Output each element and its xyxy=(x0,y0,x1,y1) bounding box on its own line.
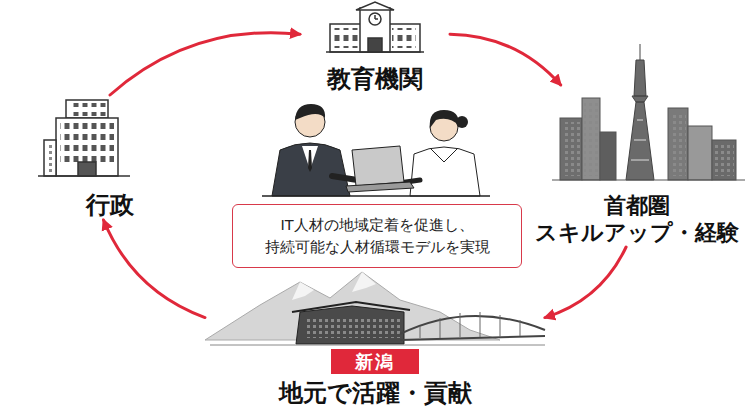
government-building-icon-part xyxy=(38,175,130,177)
school-icon-part xyxy=(356,2,394,10)
government-node: 行政 xyxy=(45,95,175,220)
tokyo-skyline-icon-part xyxy=(714,144,734,176)
node-label: IT人材の地域定着を促進し、 持続可能な人材循環モデルを実現 xyxy=(243,214,511,259)
cycle-arrow xyxy=(104,220,206,318)
meeting-illustration-part xyxy=(308,150,312,172)
government-building-icon-part xyxy=(60,122,114,162)
school-icon-part xyxy=(360,8,390,52)
niigata-scenery-part xyxy=(210,345,545,346)
niigata-scenery-part xyxy=(292,302,410,312)
tokyo-skyline-icon-part xyxy=(584,102,598,176)
niigata-scenery-part xyxy=(400,316,545,334)
niigata-scenery-part xyxy=(292,272,376,300)
school-icon-part xyxy=(334,28,358,48)
government-building-icon-part xyxy=(56,118,118,176)
meeting-illustration-part xyxy=(352,146,404,186)
meeting-illustration xyxy=(262,104,490,196)
cycle-arrow xyxy=(110,33,300,95)
government-building-icon-part xyxy=(44,140,56,176)
meeting-illustration-part xyxy=(295,104,325,120)
government-building-icon-part xyxy=(66,100,108,118)
tokyo-skyline-icon-part xyxy=(712,140,736,180)
tokyo-skyline-icon-part xyxy=(688,126,712,180)
government-building-icon xyxy=(38,100,130,176)
niigata-scenery-part xyxy=(400,336,545,340)
meeting-illustration-part xyxy=(346,182,414,192)
tokyo-skyline-icon-part xyxy=(670,112,686,176)
tokyo-skyline-icon-part xyxy=(582,98,600,180)
tokyo-skyline-icon-part xyxy=(626,44,654,180)
tokyo-skyline-icon-part xyxy=(668,108,688,180)
government-building-icon-part xyxy=(78,162,96,176)
node-label: 教育機関 xyxy=(327,64,423,94)
tokyo-skyline-icon-part xyxy=(600,132,616,180)
meeting-illustration-part xyxy=(410,147,480,196)
niigata-scenery xyxy=(205,272,545,345)
school-icon-part xyxy=(369,13,381,25)
meeting-illustration-part xyxy=(430,148,458,162)
tokyo-skyline-icon-part xyxy=(562,122,580,176)
tokyo-skyline-icon-part xyxy=(552,180,745,181)
tokyo-node: 首都圏 スキルアップ・経験 xyxy=(528,85,746,247)
niigata-node: 新潟地元で活躍・貢献 xyxy=(205,275,545,408)
school-icon xyxy=(326,2,424,52)
niigata-scenery-part xyxy=(296,306,404,344)
cycle-arrow xyxy=(545,247,626,318)
meeting-illustration-part xyxy=(430,110,459,128)
place-band: 新潟 xyxy=(331,349,419,374)
goal-box: IT人材の地域定着を促進し、 持続可能な人材循環モデルを実現 xyxy=(232,204,522,268)
government-building-icon-part xyxy=(46,144,54,172)
cycle-arrow xyxy=(450,34,561,85)
government-building-icon-part xyxy=(70,103,106,116)
niigata-scenery-part xyxy=(304,318,400,338)
school-icon-part xyxy=(326,51,424,53)
school-icon-part xyxy=(375,18,378,20)
node-label: 行政 xyxy=(86,190,134,220)
meeting-illustration-part xyxy=(456,116,468,128)
education-node: 教育機関 xyxy=(300,2,450,94)
meeting-illustration-part xyxy=(262,195,490,197)
node-label: 地元で活躍・貢献 xyxy=(279,378,472,408)
tokyo-skyline-icon-part xyxy=(560,118,582,180)
tokyo-skyline-icon xyxy=(552,44,745,180)
node-label: 首都圏 スキルアップ・経験 xyxy=(528,193,746,247)
niigata-scenery-part xyxy=(420,312,520,338)
school-icon-part xyxy=(392,28,416,48)
meeting-illustration-part xyxy=(272,143,350,196)
tokyo-skyline-icon-part xyxy=(631,120,649,160)
school-icon-part xyxy=(368,38,382,52)
